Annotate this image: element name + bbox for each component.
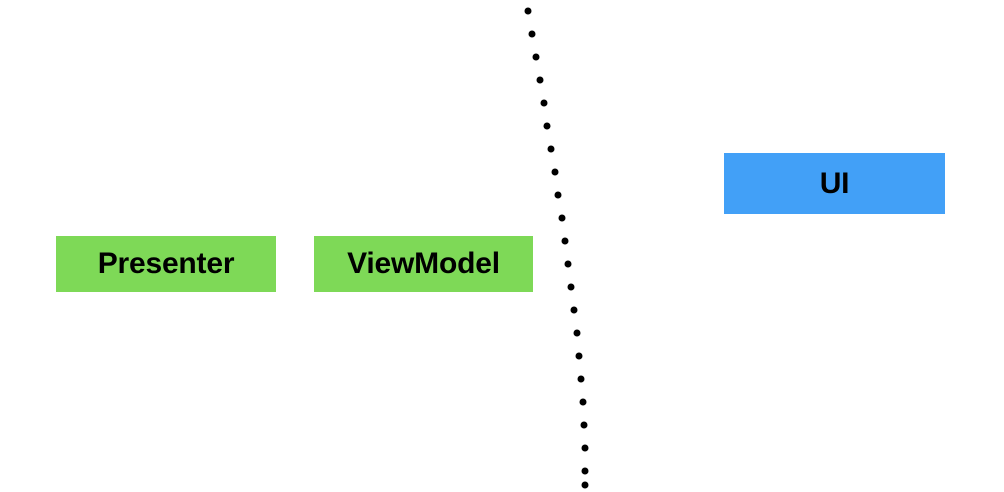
boundary-dot	[581, 444, 589, 452]
boundary-dot	[573, 329, 581, 337]
boundary-dot	[558, 214, 566, 222]
boundary-dot	[575, 352, 583, 360]
boundary-dot	[532, 53, 540, 61]
node-ui[interactable]: UI	[724, 153, 945, 214]
boundary-dot	[564, 260, 572, 268]
boundary-dot	[547, 145, 555, 153]
boundary-dot	[551, 168, 559, 176]
boundary-dot	[543, 122, 551, 130]
boundary-dot	[554, 191, 562, 199]
boundary-dot	[580, 421, 588, 429]
boundary-dot	[581, 481, 589, 489]
node-presenter-label: Presenter	[97, 247, 235, 280]
boundary-dot	[524, 7, 532, 15]
boundary-dot	[536, 76, 544, 84]
boundary-dot	[567, 283, 575, 291]
boundary-dot	[570, 306, 578, 314]
boundary-dot	[561, 237, 569, 245]
node-viewmodel[interactable]: ViewModel	[314, 236, 533, 292]
boundary-dot	[579, 398, 587, 406]
boundary-dot	[540, 99, 548, 107]
node-presenter[interactable]: Presenter	[56, 236, 276, 292]
boundary-dot	[528, 30, 536, 38]
boundary-dot	[581, 467, 589, 475]
boundary-dot	[577, 375, 585, 383]
node-viewmodel-label: ViewModel	[347, 247, 500, 280]
node-ui-label: UI	[819, 166, 850, 200]
